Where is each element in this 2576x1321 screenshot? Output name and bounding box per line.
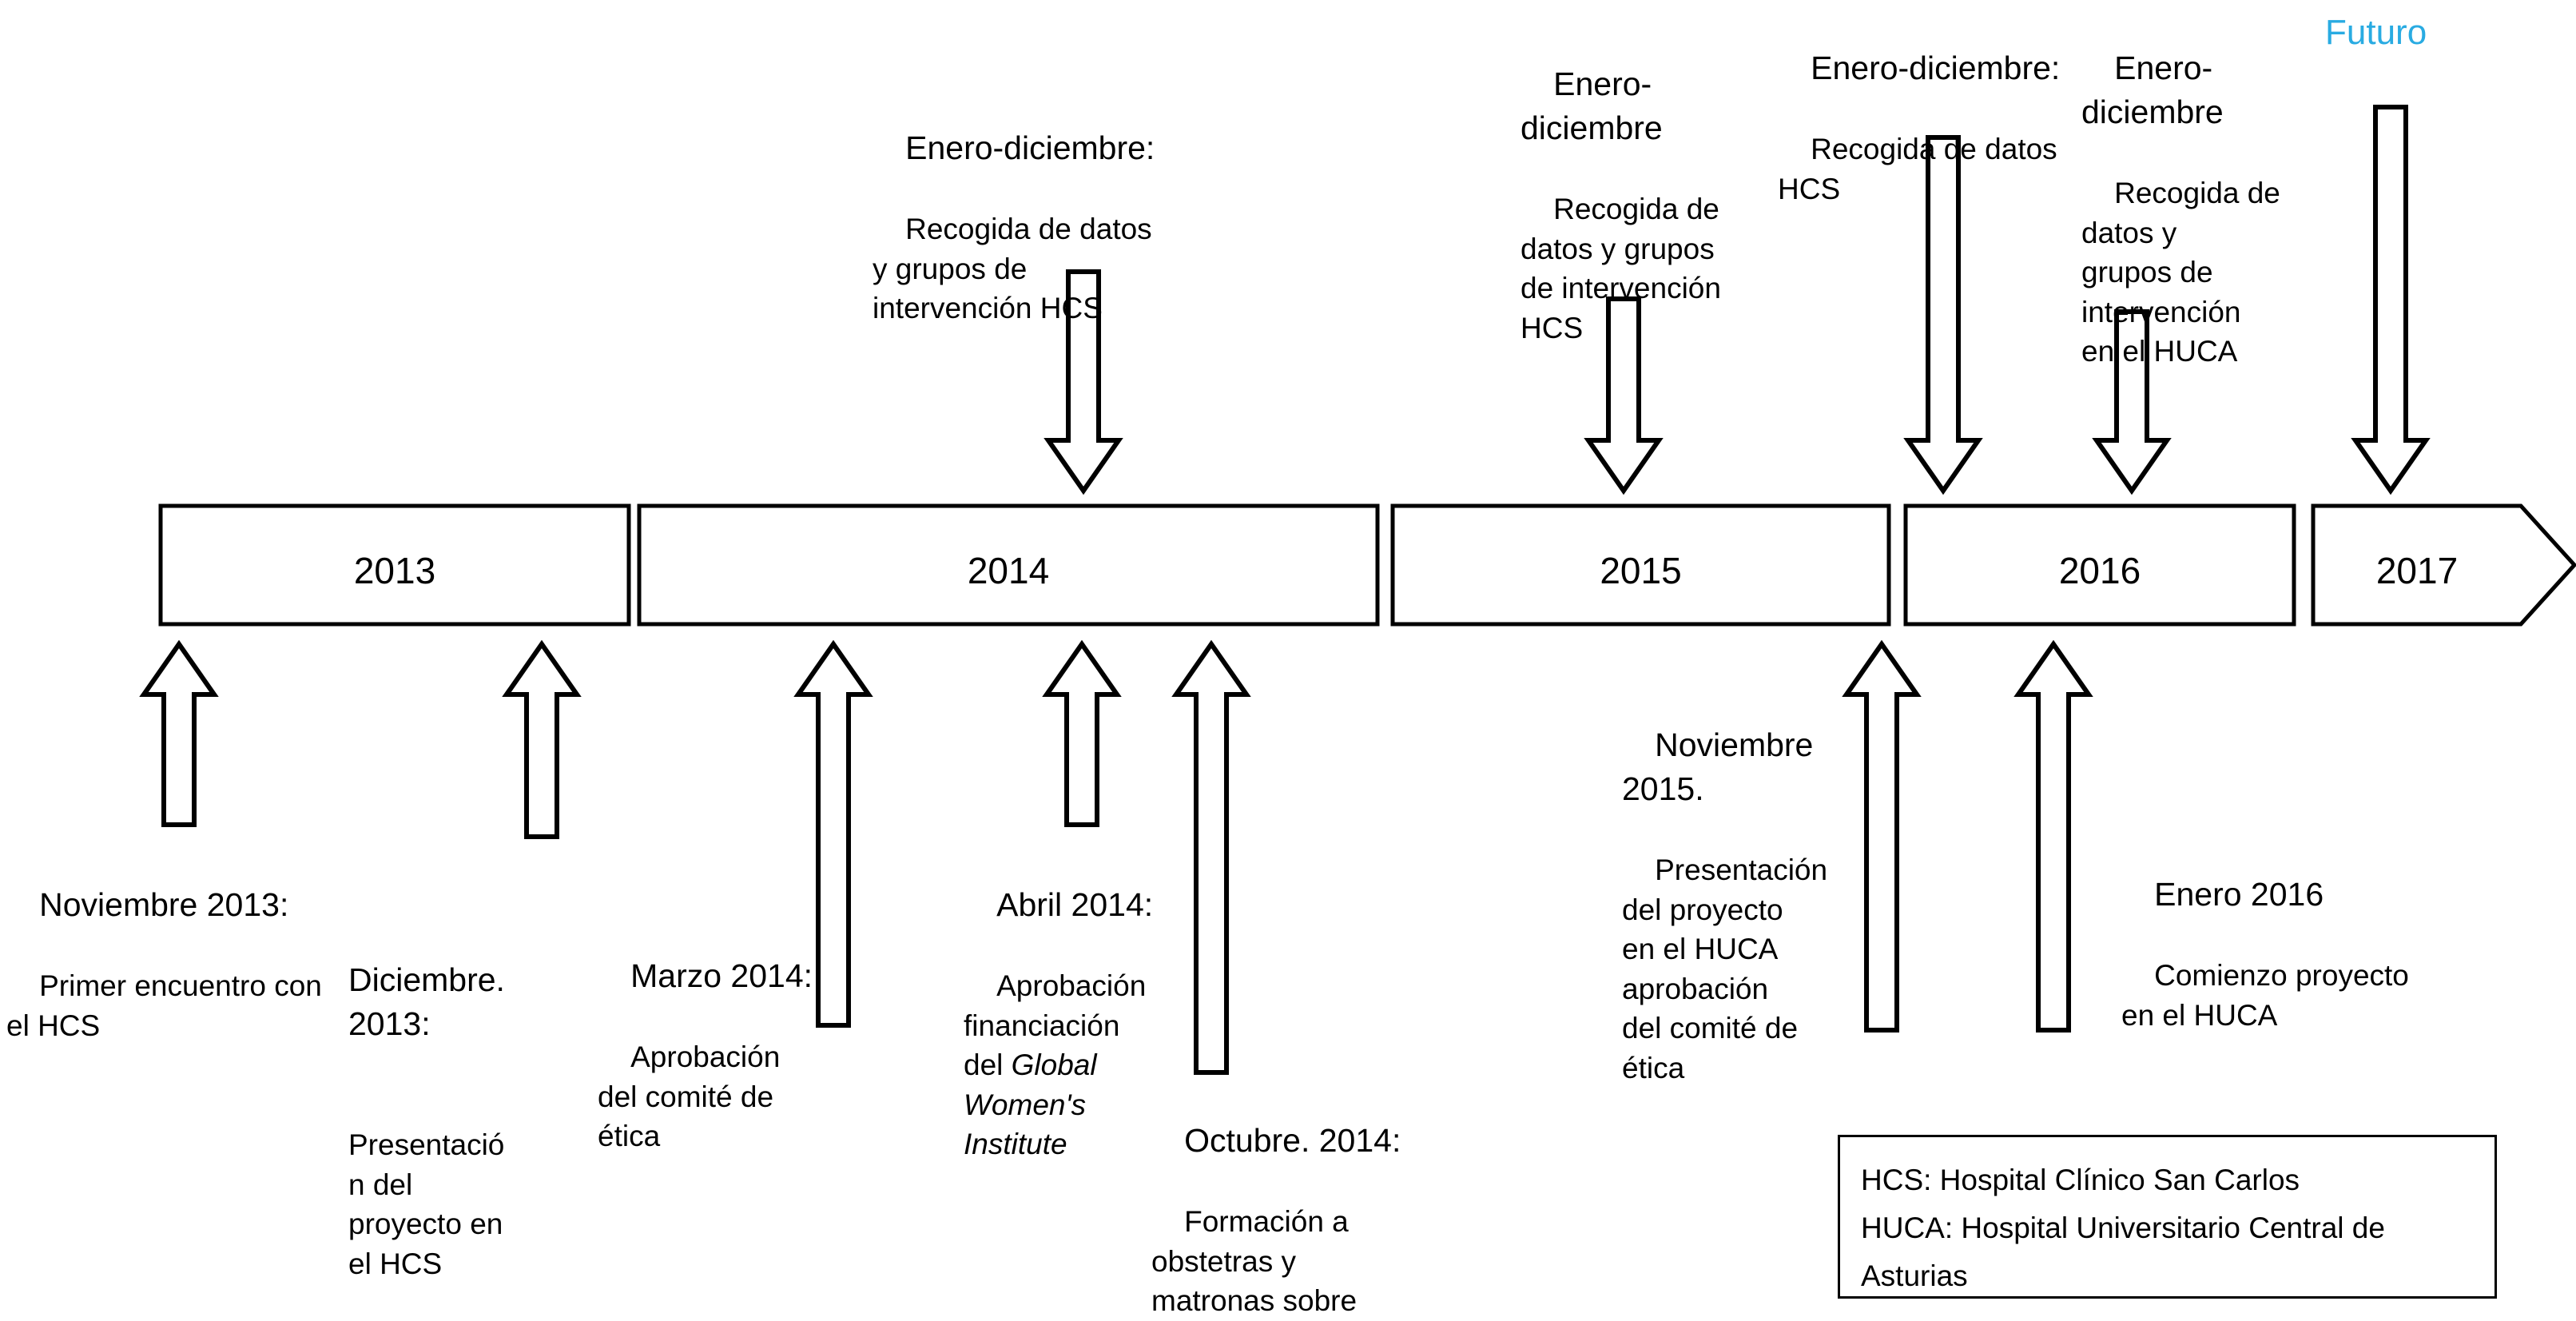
- event-heading: Marzo 2014:: [630, 957, 813, 994]
- down-arrow-2016: [2092, 309, 2172, 495]
- event-heading: Noviembre 2013:: [39, 885, 289, 923]
- event-heading: Enero 2016: [2154, 875, 2324, 913]
- year-label-2016: 2016: [2058, 550, 2141, 591]
- legend-line-huca: HUCA: Hospital Universitario Central de: [1861, 1211, 2385, 1244]
- up-arrow-noviembre-2015: [1842, 639, 1922, 1033]
- event-body: Recogida de datos HCS: [1778, 133, 2057, 205]
- event-heading: Abril 2014:: [996, 885, 1154, 923]
- year-bar-2013[interactable]: [158, 503, 631, 627]
- event-heading: Noviembre 2015.: [1622, 726, 1814, 807]
- event-heading: Enero-diciembre:: [905, 129, 1155, 166]
- year-bar-2016[interactable]: [1903, 503, 2296, 627]
- event-body-pre: Aprobación financiación del: [964, 969, 1147, 1082]
- legend-line-hcs: HCS: Hospital Clínico San Carlos: [1861, 1164, 2300, 1196]
- event-label-octubre-2014: Octubre. 2014: Formación a obstetras y m…: [1151, 1079, 1415, 1321]
- event-body: Recogida de datos y grupos de intervenci…: [2081, 177, 2280, 368]
- event-body: Aprobación del comité de ética: [598, 1040, 781, 1153]
- legend-line-huca-cont: Asturias: [1861, 1259, 1968, 1292]
- year-label-2013: 2013: [353, 550, 436, 591]
- event-body: Primer encuentro con el HCS: [6, 969, 322, 1042]
- event-body: Recogida de datos y grupos de intervenci…: [1521, 193, 1721, 344]
- up-arrow-marzo-2014: [793, 639, 873, 1028]
- event-heading: Enero- diciembre: [2081, 49, 2224, 130]
- event-label-enero-2016: Enero 2016 Comienzo proyecto en el HUCA: [2121, 833, 2441, 1075]
- event-body: Presentació n del proyecto en el HCS: [348, 1128, 505, 1280]
- event-body: Comienzo proyecto en el HUCA: [2121, 959, 2409, 1032]
- event-heading: Enero- diciembre: [1521, 65, 1663, 146]
- event-label-diciembre-2013: Diciembre. 2013: Presentació n del proye…: [348, 879, 532, 1321]
- down-arrow-2014: [1044, 269, 1123, 495]
- up-arrow-octubre-2014: [1171, 639, 1251, 1075]
- event-body: Formación a obstetras y matronas sobre e…: [1151, 1205, 1358, 1318]
- event-label-abril-2014: Abril 2014: Aprobación financiación del …: [964, 843, 1155, 1204]
- down-arrow-2015a: [1584, 296, 1664, 495]
- event-label-marzo-2014: Marzo 2014: Aprobación del comité de éti…: [598, 914, 829, 1196]
- year-label-2014: 2014: [967, 550, 1050, 591]
- event-label-enero-diciembre-2015b: Enero-diciembre: Recogida de datos HCS: [1778, 6, 2113, 249]
- year-label-2015: 2015: [1600, 550, 1682, 591]
- up-arrow-diciembre-2013: [502, 639, 582, 839]
- legend-box: HCS: Hospital Clínico San Carlos HUCA: H…: [1838, 1135, 2497, 1299]
- event-label-enero-diciembre-2016: Enero- diciembre Recogida de datos y gru…: [2081, 6, 2289, 412]
- up-arrow-noviembre-2013: [139, 639, 219, 827]
- event-label-enero-diciembre-2014: Enero-diciembre: Recogida de datos y gru…: [873, 86, 1208, 368]
- year-label-2017: 2017: [2375, 550, 2459, 591]
- up-arrows: [139, 639, 2093, 1075]
- up-arrow-abril-2014: [1042, 639, 1122, 827]
- down-arrow-2017-futuro: [2351, 105, 2431, 495]
- event-body-italic: Global Women's Institute: [964, 1048, 1097, 1161]
- event-body: Presentación del proyecto en el HUCA apr…: [1622, 853, 1828, 1084]
- futuro-label: Futuro: [2325, 13, 2427, 52]
- down-arrow-2015b: [1903, 135, 1983, 495]
- down-arrows: [1044, 105, 2431, 495]
- event-heading: Octubre. 2014:: [1184, 1121, 1401, 1159]
- year-bar-2014[interactable]: [637, 503, 1380, 627]
- year-bar-2015[interactable]: [1390, 503, 1891, 627]
- event-label-enero-diciembre-2015a: Enero- diciembre Recogida de datos y gru…: [1521, 22, 1760, 388]
- event-heading: Enero-diciembre:: [1811, 49, 2061, 86]
- event-heading: Diciembre. 2013:: [348, 961, 505, 1043]
- event-body: Recogida de datos y grupos de intervenci…: [873, 213, 1152, 325]
- year-bars: [158, 503, 2576, 627]
- up-arrow-enero-2016: [2013, 639, 2093, 1033]
- year-bar-2017[interactable]: [2311, 503, 2576, 627]
- event-label-noviembre-2013: Noviembre 2013: Primer encuentro con el …: [6, 843, 326, 1085]
- event-label-noviembre-2015: Noviembre 2015. Presentación del proyect…: [1622, 683, 1846, 1128]
